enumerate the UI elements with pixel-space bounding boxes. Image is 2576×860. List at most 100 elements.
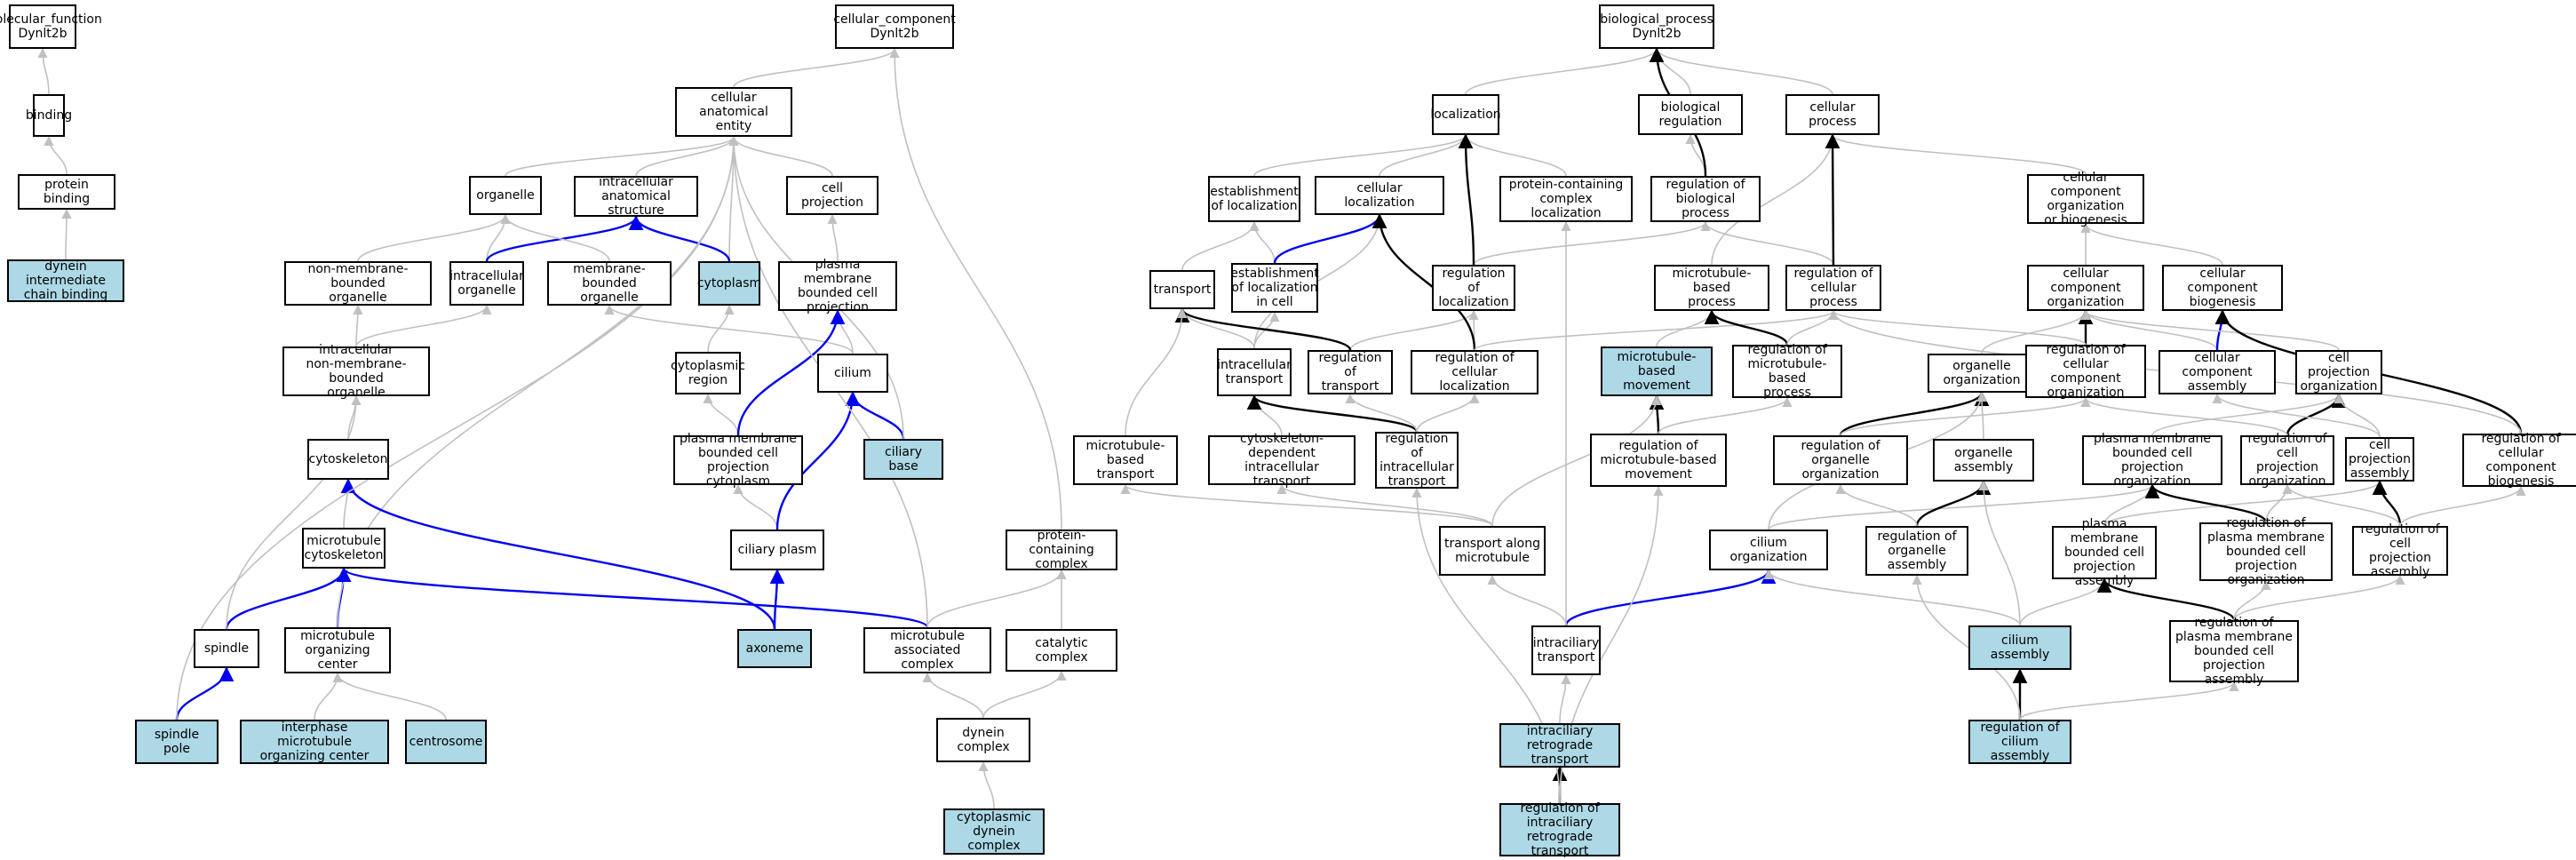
- edge-regcloc-to-cellloc: [1371, 213, 1476, 351]
- node-regpmbcpo[interactable]: regulation of plasma membrane bounded ce…: [2199, 516, 2333, 587]
- node-transport[interactable]: transport: [1149, 270, 1215, 309]
- node-tamt[interactable]: transport along microtubule: [1439, 526, 1546, 576]
- edge-regmtbm-to-regmtbp: [1658, 396, 1793, 434]
- edge-regloc-to-regbp: [1473, 220, 1711, 266]
- node-cpo[interactable]: cell projection organization: [2295, 350, 2382, 394]
- node-spole[interactable]: spindle pole: [135, 720, 219, 764]
- node-iftr[interactable]: intraciliary retrograde transport: [1499, 723, 1620, 768]
- node-spindle[interactable]: spindle: [194, 629, 259, 668]
- node-mtbt[interactable]: microtubule-based transport: [1073, 435, 1178, 485]
- node-regbp[interactable]: regulation of biological process: [1650, 176, 1761, 222]
- node-pmbcpa[interactable]: plasma membrane bounded cell projection …: [2052, 517, 2157, 588]
- node-pmbcp[interactable]: plasma membrane bounded cell projection: [778, 258, 897, 315]
- edge-estlocc-to-estloc: [1249, 220, 1276, 264]
- node-cae[interactable]: cellular anatomical entity: [675, 87, 792, 137]
- node-orgorg[interactable]: organelle organization: [1928, 354, 2036, 393]
- node-regccb[interactable]: regulation of cellular component biogene…: [2462, 432, 2576, 489]
- node-estlocc[interactable]: establishment of localization in cell: [1230, 263, 1319, 313]
- edge-cellproc-to-bp: [1651, 47, 1833, 95]
- edge-ciliumorg-to-pmbcpo: [1768, 483, 2158, 530]
- edge-regit-to-regcloc: [1416, 393, 1480, 433]
- node-cilium[interactable]: cilium: [817, 354, 888, 393]
- node-regoo[interactable]: regulation of organelle organization: [1773, 435, 1908, 485]
- node-cytdyn[interactable]: cytoplasmic dynein complex: [943, 808, 1045, 855]
- node-regcilasm[interactable]: regulation of cilium assembly: [1968, 720, 2071, 764]
- node-regcpo[interactable]: regulation of cell projection organizati…: [2240, 432, 2334, 489]
- node-cdit[interactable]: cytoskeleton-dependent intracellular tra…: [1208, 432, 1356, 489]
- node-nmbo[interactable]: non-membrane-bounded organelle: [284, 261, 432, 306]
- node-catcomp[interactable]: catalytic complex: [1006, 629, 1117, 672]
- edge-ciliumasm-to-orgasm: [1978, 480, 2021, 626]
- edge-regcpa-to-regccb: [2399, 485, 2526, 527]
- node-centrosome[interactable]: centrosome: [405, 720, 487, 764]
- node-protbind[interactable]: protein binding: [18, 174, 115, 210]
- node-regloc[interactable]: regulation of localization: [1432, 265, 1515, 311]
- node-pcc[interactable]: protein-containing complex: [1006, 529, 1117, 571]
- node-bp[interactable]: biological_process Dynlt2b: [1599, 4, 1714, 49]
- node-cytoskel[interactable]: cytoskeleton: [307, 439, 389, 480]
- edge-mtbt-to-transport: [1125, 307, 1188, 436]
- node-regtrans[interactable]: regulation of transport: [1308, 350, 1393, 394]
- edge-tamt-to-mtbm: [1491, 394, 1662, 527]
- node-ciliumasm[interactable]: cilium assembly: [1968, 625, 2071, 670]
- node-axoneme[interactable]: axoneme: [737, 629, 812, 668]
- node-inttrans[interactable]: intracellular transport: [1217, 348, 1292, 396]
- edge-tamt-to-mtbt: [1120, 483, 1493, 527]
- edge-axoneme-to-cytoskel: [340, 478, 776, 630]
- node-regcco[interactable]: regulation of cellular component organiz…: [2025, 343, 2146, 400]
- node-cco[interactable]: cellular component organization: [2027, 265, 2144, 311]
- node-regpmbcpa[interactable]: regulation of plasma membrane bounded ce…: [2169, 616, 2299, 687]
- node-mtcyto[interactable]: microtubule cytoskeleton: [302, 528, 386, 569]
- edge-bioreg-to-bp: [1651, 47, 1691, 95]
- node-mf[interactable]: molecular_function Dynlt2b: [0, 4, 102, 49]
- node-inmbo[interactable]: intracellular non-membrane-bounded organ…: [282, 343, 430, 400]
- node-ciliumorg[interactable]: cilium organization: [1709, 530, 1828, 570]
- node-regcpa[interactable]: regulation of cell projection assembly: [2352, 522, 2448, 579]
- node-dynein[interactable]: dynein complex: [936, 718, 1030, 762]
- node-bioreg[interactable]: biological regulation: [1638, 94, 1743, 135]
- node-mtoc[interactable]: microtubule organizing center: [284, 627, 391, 673]
- node-regmtbm[interactable]: regulation of microtubule-based movement: [1590, 434, 1727, 487]
- node-cellproc[interactable]: cellular process: [1785, 94, 1880, 135]
- node-mbo[interactable]: membrane-bounded organelle: [547, 261, 672, 306]
- node-cellloc[interactable]: cellular localization: [1315, 176, 1444, 215]
- edge-cae-to-cc: [733, 47, 900, 88]
- node-cilplasm[interactable]: ciliary plasm: [730, 530, 824, 570]
- node-cc[interactable]: cellular_component Dynlt2b: [833, 4, 956, 49]
- node-dicb[interactable]: dynein intermediate chain binding: [7, 259, 124, 302]
- node-ift[interactable]: intraciliary transport: [1531, 625, 1601, 675]
- node-ccb[interactable]: cellular component biogenesis: [2162, 265, 2283, 311]
- edge-nmbo-to-organelle: [357, 213, 511, 262]
- node-loc[interactable]: localization: [1430, 94, 1501, 135]
- node-estloc[interactable]: establishment of localization: [1208, 176, 1300, 222]
- node-cilbase[interactable]: ciliary base: [863, 439, 943, 480]
- node-orgasm[interactable]: organelle assembly: [1933, 439, 2034, 482]
- node-organelle[interactable]: organelle: [469, 176, 542, 215]
- node-mtac[interactable]: microtubule associated complex: [863, 627, 991, 673]
- node-binding[interactable]: binding: [26, 94, 72, 137]
- node-cellproj[interactable]: cell projection: [786, 176, 879, 215]
- node-mtbp[interactable]: microtubule-based process: [1654, 265, 1769, 311]
- node-regcp[interactable]: regulation of cellular process: [1785, 265, 1881, 311]
- edge-axoneme-to-cilplasm: [769, 569, 785, 630]
- node-regcloc[interactable]: regulation of cellular localization: [1411, 350, 1538, 394]
- node-intorg[interactable]: intracellular organelle: [449, 261, 524, 306]
- node-mtbm[interactable]: microtubule-based movement: [1601, 346, 1713, 396]
- node-cca[interactable]: cellular component assembly: [2159, 350, 2276, 394]
- node-regmtbp[interactable]: regulation of microtubule-based process: [1732, 343, 1842, 400]
- edge-cellloc-to-loc: [1379, 133, 1471, 177]
- node-pmbcpo[interactable]: plasma membrane bounded cell projection …: [2082, 432, 2222, 489]
- node-ccob[interactable]: cellular component organization or bioge…: [2027, 171, 2144, 227]
- node-regit[interactable]: regulation of intracellular transport: [1375, 432, 1459, 489]
- node-cytoplasm[interactable]: cytoplasm: [697, 261, 761, 306]
- node-regoa[interactable]: regulation of organelle assembly: [1865, 526, 1968, 576]
- edge-cilplasm-to-pmbcpc: [733, 483, 778, 530]
- node-regiftr[interactable]: regulation of intraciliary retrograde tr…: [1499, 801, 1620, 858]
- node-cytreg[interactable]: cytoplasmic region: [671, 352, 745, 394]
- node-pccloc[interactable]: protein-containing complex localization: [1499, 176, 1633, 222]
- node-imtoc[interactable]: interphase microtubule organizing center: [240, 720, 389, 764]
- node-ias[interactable]: intracellular anatomical structure: [574, 175, 698, 218]
- node-pmbcpc[interactable]: plasma membrane bounded cell projection …: [673, 432, 803, 489]
- node-cpa[interactable]: cell projection assembly: [2345, 437, 2414, 482]
